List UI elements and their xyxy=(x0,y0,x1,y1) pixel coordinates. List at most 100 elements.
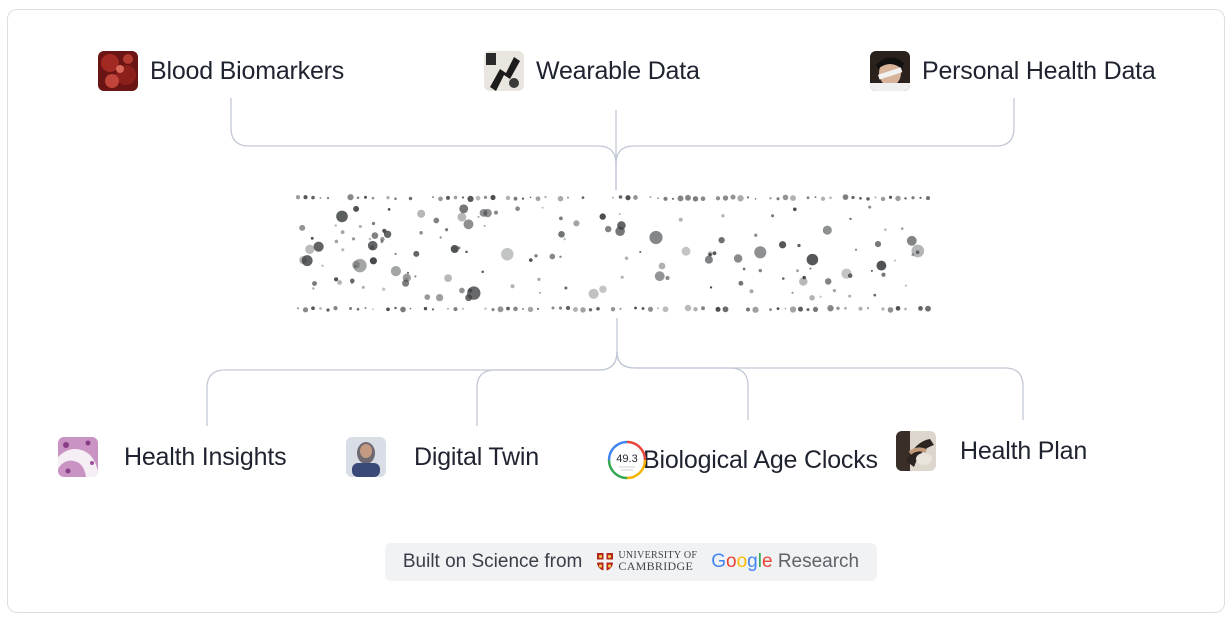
pattern-dot xyxy=(848,273,853,278)
pattern-dot xyxy=(349,307,352,310)
pattern-dot xyxy=(559,217,563,221)
pattern-dot xyxy=(759,269,762,272)
pattern-dot xyxy=(506,196,510,200)
pattern-dot xyxy=(713,251,717,255)
output-biological-age-clocks: 49.3 Biological Age Clocks xyxy=(597,440,888,480)
output-label: Health Insights xyxy=(124,443,286,472)
pattern-dot xyxy=(599,286,606,293)
pattern-dot xyxy=(410,308,412,310)
pattern-dot xyxy=(563,238,566,241)
pattern-dot xyxy=(791,292,793,294)
pattern-dot xyxy=(402,280,409,287)
pattern-dot xyxy=(494,211,498,215)
pattern-dot xyxy=(364,196,367,199)
pattern-dot xyxy=(823,226,832,235)
pattern-dot xyxy=(440,236,442,238)
pattern-dot xyxy=(335,224,337,226)
pattern-dot xyxy=(467,196,473,202)
pattern-dot xyxy=(868,206,871,209)
pattern-dot xyxy=(600,213,606,219)
pattern-dot xyxy=(693,307,697,311)
pattern-dot xyxy=(454,307,458,311)
pattern-dot xyxy=(701,306,705,310)
pattern-dot xyxy=(783,195,789,201)
pattern-dot xyxy=(372,197,375,200)
pattern-dot xyxy=(881,273,885,277)
pattern-dot xyxy=(364,307,366,309)
output-health-plan: Health Plan xyxy=(886,431,1097,471)
output-label: Biological Age Clocks xyxy=(643,446,878,475)
pattern-dot xyxy=(544,196,546,198)
pattern-dot xyxy=(296,195,300,199)
pattern-dot xyxy=(679,218,683,222)
pattern-dot xyxy=(843,194,849,200)
pattern-dot xyxy=(919,197,921,199)
pattern-dot xyxy=(790,195,796,201)
pattern-dot xyxy=(341,248,344,251)
pattern-dot xyxy=(459,204,468,213)
pattern-dot xyxy=(506,307,510,311)
pattern-dot xyxy=(809,295,815,301)
pattern-dot xyxy=(395,253,397,255)
input-personal-health-data: Personal Health Data xyxy=(860,51,1166,91)
pattern-dot xyxy=(701,196,706,201)
cambridge-line-2: CAMBRIDGE xyxy=(618,559,693,573)
pattern-dot xyxy=(657,307,659,309)
pattern-dot xyxy=(657,197,659,199)
pattern-dot xyxy=(297,307,299,309)
pattern-dot xyxy=(353,206,359,212)
pattern-dot xyxy=(807,196,810,199)
attribution-bar: Built on Science from UNIVERSITY OF CAMB… xyxy=(385,543,877,581)
pattern-dot xyxy=(451,245,459,253)
pattern-dot xyxy=(639,251,641,253)
pattern-dot xyxy=(564,286,567,289)
pattern-dot xyxy=(380,240,383,243)
pattern-dot xyxy=(859,197,862,200)
pattern-dot xyxy=(874,196,876,198)
pattern-dot xyxy=(737,195,743,201)
pattern-dot xyxy=(749,289,753,293)
pattern-dot xyxy=(875,241,881,247)
pattern-dot xyxy=(916,250,920,254)
pattern-dot xyxy=(907,236,917,246)
connector-personal xyxy=(616,98,1014,164)
pattern-dot xyxy=(665,276,669,280)
pattern-dot xyxy=(871,270,873,272)
pattern-dot xyxy=(849,218,851,220)
pattern-dot xyxy=(480,209,488,217)
input-label: Personal Health Data xyxy=(922,57,1156,86)
pattern-dot xyxy=(659,263,666,270)
pattern-dot xyxy=(413,251,419,257)
pattern-dot xyxy=(655,271,665,281)
pattern-dot xyxy=(873,294,876,297)
pattern-dot xyxy=(612,197,614,199)
pattern-dot xyxy=(462,196,464,198)
pattern-dot xyxy=(459,288,465,294)
pattern-dot xyxy=(848,295,851,298)
google-word: Google xyxy=(711,551,772,572)
pattern-dot xyxy=(511,284,515,288)
pattern-dot xyxy=(299,225,305,231)
pattern-dot xyxy=(311,237,314,240)
pattern-dot xyxy=(388,208,391,211)
connector-insights xyxy=(207,318,617,426)
pattern-dot xyxy=(312,281,317,286)
pattern-dot xyxy=(312,287,314,289)
pattern-dot xyxy=(896,306,901,311)
pattern-dot xyxy=(537,278,540,281)
pattern-dot xyxy=(809,268,811,270)
pattern-dot xyxy=(889,196,892,199)
pattern-dot xyxy=(438,197,443,202)
pattern-dot xyxy=(777,307,780,310)
pattern-dot xyxy=(796,269,799,272)
pattern-dot xyxy=(723,306,729,312)
pattern-dot xyxy=(490,195,495,200)
pattern-dot xyxy=(596,307,600,311)
pattern-dot xyxy=(566,306,570,310)
pattern-dot xyxy=(303,195,307,199)
pattern-dot xyxy=(611,307,615,311)
pattern-dot xyxy=(321,265,323,267)
pattern-dot xyxy=(352,237,355,240)
pattern-dot xyxy=(911,253,914,256)
pattern-dot xyxy=(336,211,348,223)
